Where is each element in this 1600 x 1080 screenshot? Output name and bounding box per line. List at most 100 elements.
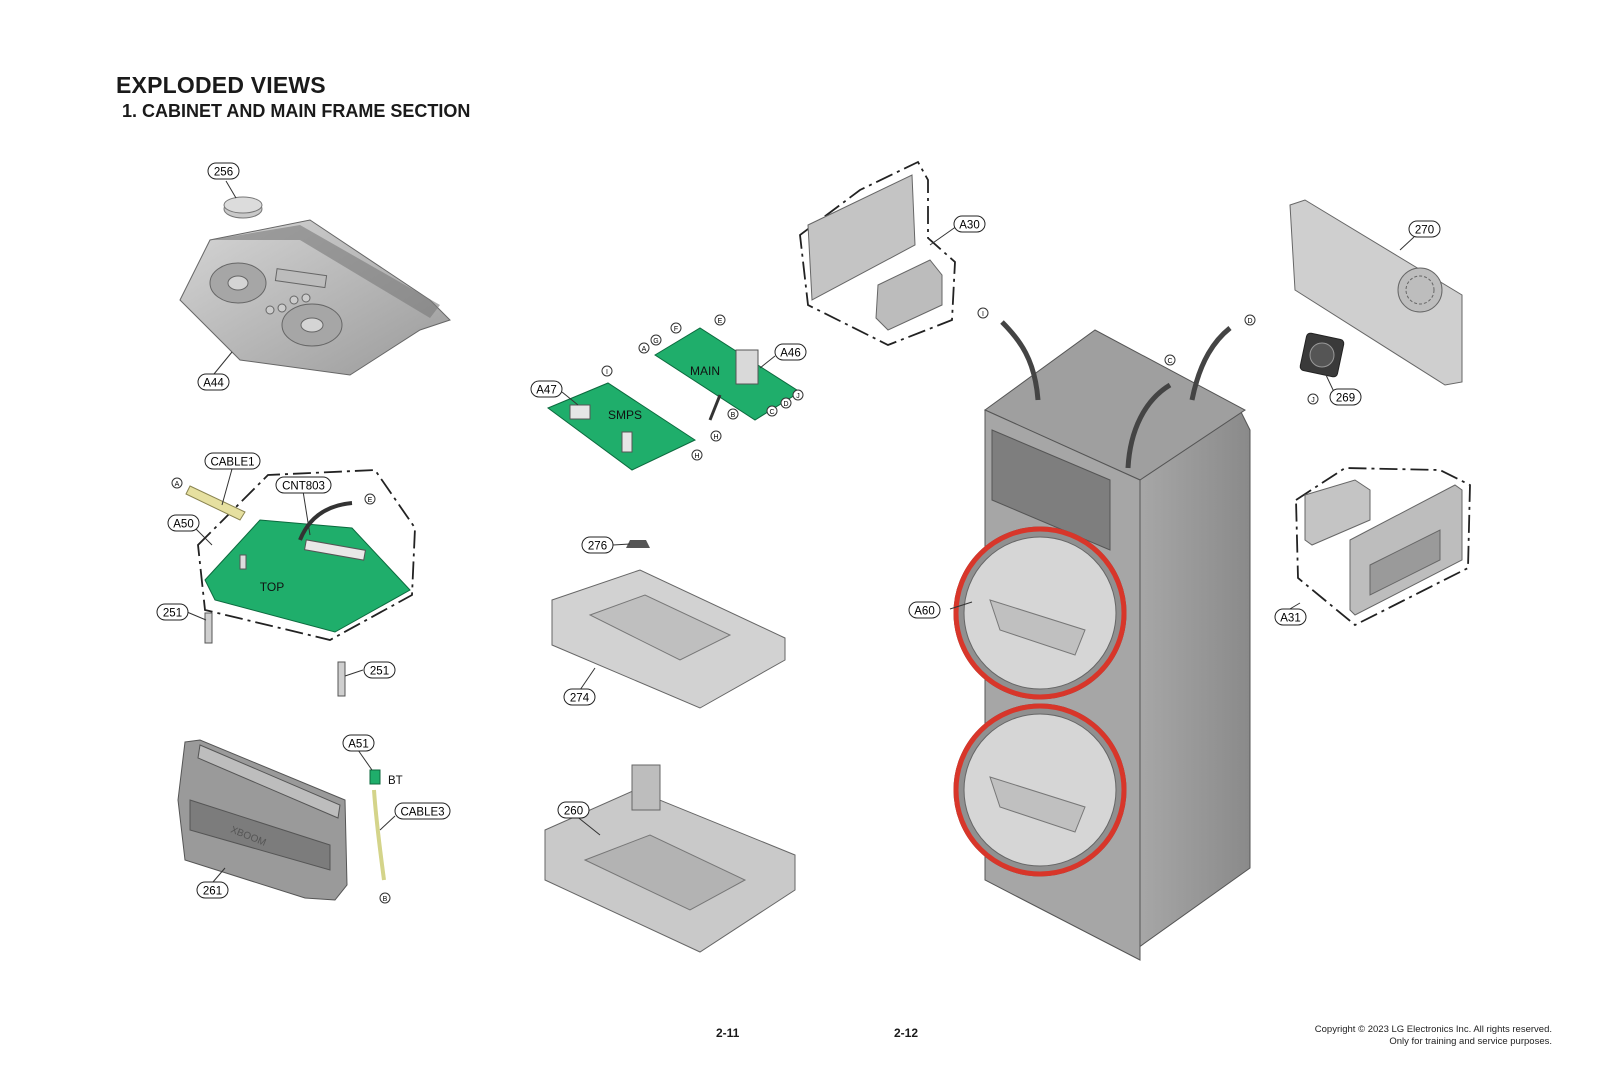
part-A51-bt-module [369, 769, 381, 785]
board-label-top: TOP [260, 580, 284, 594]
connector-marker-J-fan: J [1307, 393, 1319, 405]
page-number-right: 2-12 [894, 1026, 919, 1040]
svg-text:251: 251 [370, 666, 389, 678]
part-A30-bracket [807, 174, 943, 331]
svg-text:276: 276 [588, 541, 607, 553]
callout-274: 274 [563, 688, 596, 706]
copyright-line-1: Copyright © 2023 LG Electronics Inc. All… [1314, 1024, 1552, 1035]
connector-marker-I-smps: I [601, 365, 613, 377]
callout-256: 256 [207, 162, 240, 180]
svg-text:CNT803: CNT803 [282, 481, 325, 493]
svg-text:I: I [606, 369, 608, 376]
connector-marker-D-main: D [780, 397, 792, 409]
svg-text:270: 270 [1415, 225, 1434, 237]
svg-text:E: E [368, 497, 373, 504]
callout-frame-A50 [197, 469, 416, 641]
part-256-knob-cap [223, 196, 263, 219]
svg-text:I: I [982, 311, 984, 318]
svg-text:A46: A46 [780, 348, 800, 360]
part-270-rear-plate [1289, 199, 1463, 386]
svg-text:A: A [642, 346, 647, 353]
svg-text:A60: A60 [914, 606, 934, 618]
callout-CNT803: CNT803 [275, 476, 332, 494]
svg-text:D: D [783, 401, 788, 408]
part-A44-top-cabinet [179, 219, 451, 376]
callout-CABLE3: CABLE3 [394, 802, 451, 820]
callout-A46: A46 [774, 343, 807, 361]
speaker-cable-middle [1125, 382, 1172, 469]
part-A47-smps-pcb [546, 382, 697, 471]
svg-text:A44: A44 [203, 378, 224, 390]
svg-text:F: F [674, 326, 678, 333]
svg-text:260: 260 [564, 806, 583, 818]
callout-CABLE1: CABLE1 [204, 452, 261, 470]
cable-CABLE3 [372, 789, 386, 881]
callout-frame-A31 [1295, 467, 1471, 627]
svg-text:H: H [713, 434, 718, 441]
connector-marker-H-smps: H [691, 449, 703, 461]
svg-text:A30: A30 [959, 220, 979, 232]
copyright-notice: Copyright © 2023 LG Electronics Inc. All… [1315, 1024, 1552, 1048]
connector-marker-A-main: A [638, 342, 650, 354]
connector-marker-H-main: H [710, 430, 722, 442]
part-276-foot [626, 540, 650, 548]
callout-261: 261 [196, 881, 229, 899]
connector-marker-I-speaker: I [977, 307, 989, 319]
connector-marker-C-main: C [766, 405, 778, 417]
speaker-cable-left [1000, 320, 1041, 401]
part-A50-top-pcb [204, 519, 411, 633]
callout-270: 270 [1408, 220, 1441, 238]
connector-marker-E-cnt803: E [364, 493, 376, 505]
part-251-bracket-a [204, 612, 213, 644]
callout-269: 269 [1329, 388, 1362, 406]
svg-text:B: B [731, 412, 736, 419]
copyright-line-2: Only for training and service purposes. [1389, 1036, 1552, 1047]
callout-251-a: 251 [156, 603, 189, 621]
callout-276: 276 [581, 536, 614, 554]
connector-marker-G-main: G [650, 334, 662, 346]
board-label-bt: BT [388, 775, 403, 787]
callout-A50: A50 [167, 514, 200, 532]
svg-text:256: 256 [214, 167, 233, 179]
leader-lines [186, 180, 1415, 883]
connector-marker-D-speaker: D [1244, 314, 1256, 326]
callout-A31: A31 [1274, 608, 1307, 626]
part-A60-speaker-cabinet [953, 329, 1251, 961]
part-A46-main-pcb [654, 327, 801, 421]
svg-text:B: B [383, 896, 388, 903]
svg-text:A50: A50 [173, 519, 193, 531]
connector-marker-J-main: J [792, 389, 804, 401]
svg-text:C: C [769, 409, 774, 416]
part-274-main-frame [551, 569, 786, 709]
connector-marker-B-cable3: B [379, 892, 391, 904]
connector-marker-A-cable1: A [171, 477, 183, 489]
svg-text:J: J [1311, 397, 1315, 404]
svg-text:CABLE1: CABLE1 [210, 457, 254, 469]
connector-marker-E-main: E [714, 314, 726, 326]
svg-text:A47: A47 [536, 385, 556, 397]
svg-text:269: 269 [1336, 393, 1355, 405]
connector-marker-B-main: B [727, 408, 739, 420]
section-title: 1. CABINET AND MAIN FRAME SECTION [122, 101, 471, 121]
connector-marker-F-main: F [670, 322, 682, 334]
part-A31-bracket [1304, 479, 1463, 616]
svg-text:251: 251 [163, 608, 182, 620]
cable-CABLE1 [185, 485, 246, 521]
svg-text:C: C [1167, 358, 1172, 365]
speaker-cable-right [1189, 326, 1232, 401]
part-251-bracket-b [337, 661, 346, 697]
svg-text:E: E [718, 318, 723, 325]
svg-text:A31: A31 [1280, 613, 1300, 625]
callout-A51: A51 [342, 734, 375, 752]
part-261-front-panel [177, 739, 348, 901]
svg-text:J: J [796, 393, 800, 400]
page-title: EXPLODED VIEWS [116, 72, 326, 98]
callout-251-b: 251 [363, 661, 396, 679]
svg-text:D: D [1247, 318, 1252, 325]
callout-frame-A30 [799, 160, 956, 346]
callout-A60: A60 [908, 601, 941, 619]
svg-text:261: 261 [203, 886, 222, 898]
callout-A30: A30 [953, 215, 986, 233]
board-label-smps: SMPS [608, 408, 642, 422]
